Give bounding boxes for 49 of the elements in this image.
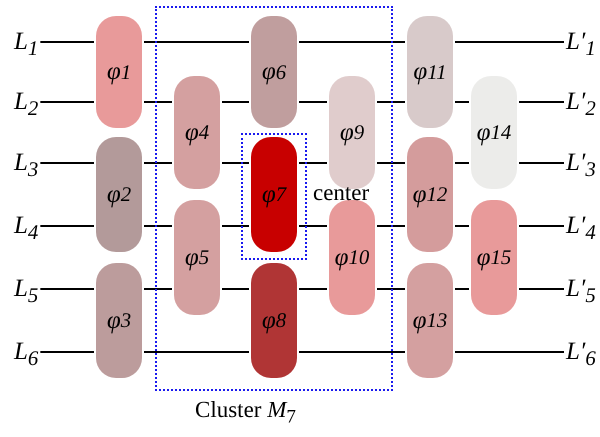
line-label: L′$_{5}$ xyxy=(566,274,596,304)
wire-line xyxy=(377,288,405,290)
line-label: L$_{6}$ xyxy=(14,337,38,367)
wire-line xyxy=(455,101,469,103)
wire-line xyxy=(222,288,249,290)
wire-line xyxy=(377,162,405,164)
wire-line xyxy=(377,101,405,103)
wire-line xyxy=(222,162,249,164)
wire-line xyxy=(144,351,249,353)
line-label: L′$_{6}$ xyxy=(566,337,596,367)
wire-line xyxy=(40,225,94,227)
line-label: L′$_{3}$ xyxy=(566,148,596,178)
line-label: L′$_{4}$ xyxy=(566,211,596,241)
wire-line xyxy=(40,162,94,164)
wire-line xyxy=(40,101,94,103)
wire-line xyxy=(222,101,249,103)
line-label: L$_{1}$ xyxy=(14,27,38,57)
wire-line xyxy=(144,162,172,164)
wire-line xyxy=(455,162,469,164)
wire-line xyxy=(222,225,249,227)
line-label: L′$_{1}$ xyxy=(566,27,596,57)
wire-line xyxy=(144,41,249,43)
line-label: L$_{2}$ xyxy=(14,87,38,117)
wire-line xyxy=(40,41,94,43)
wire-line xyxy=(144,101,172,103)
wire-line xyxy=(144,288,172,290)
wire-line xyxy=(299,351,405,353)
wire-line xyxy=(299,225,327,227)
wire-line xyxy=(299,288,327,290)
line-label: L$_{4}$ xyxy=(14,211,38,241)
wire-line xyxy=(455,225,469,227)
wire-line xyxy=(299,41,405,43)
line-label: L$_{3}$ xyxy=(14,148,38,178)
wire-line xyxy=(519,162,564,164)
wire-line xyxy=(519,288,564,290)
wire-line xyxy=(299,162,327,164)
wire-line xyxy=(455,351,564,353)
wire-line xyxy=(377,225,405,227)
wire-line xyxy=(40,288,94,290)
wire-line xyxy=(299,101,327,103)
wire-line xyxy=(519,225,564,227)
wire-line xyxy=(455,288,469,290)
line-label: L$_{5}$ xyxy=(14,274,38,304)
wire-line xyxy=(144,225,172,227)
wire-line xyxy=(519,101,564,103)
line-label: L′$_{2}$ xyxy=(566,87,596,117)
wire-line xyxy=(455,41,564,43)
cluster-label: Cluster M$_{7}$ xyxy=(195,397,296,430)
wire-line xyxy=(40,351,94,353)
